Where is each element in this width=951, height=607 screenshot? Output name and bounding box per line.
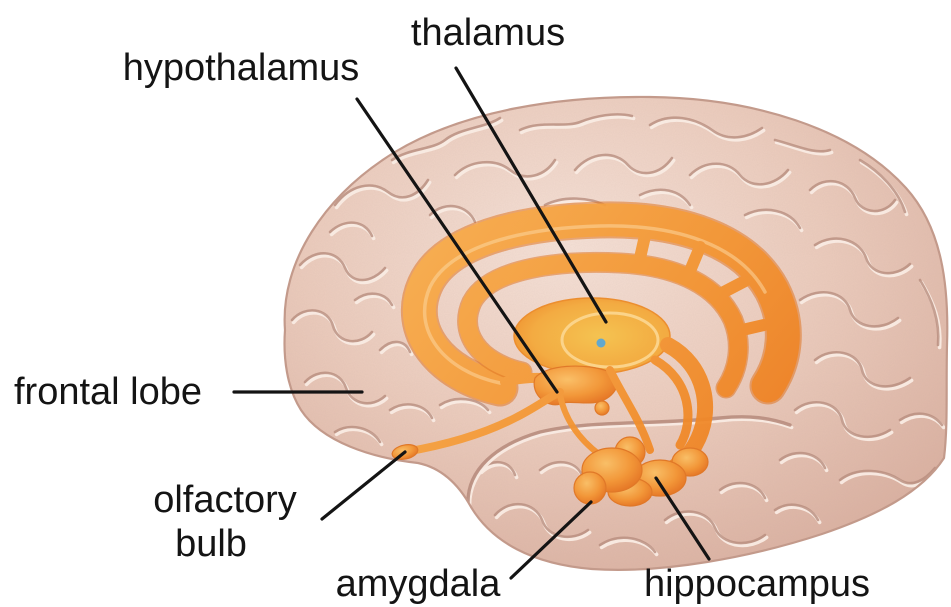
thalamus-marker-dot [597, 339, 606, 348]
label-olfactory-bulb-line1: olfactory [153, 479, 297, 521]
label-amygdala: amygdala [336, 563, 502, 605]
label-frontal-lobe: frontal lobe [14, 371, 202, 413]
band-connector [738, 325, 764, 331]
label-olfactory-bulb-line2: bulb [175, 523, 247, 565]
label-thalamus: thalamus [411, 12, 565, 54]
leader-line-olfactory-bulb [322, 452, 405, 519]
amygdala-lobe [574, 472, 606, 504]
mammillary-body [595, 401, 609, 415]
band-connector [640, 236, 645, 258]
label-hippocampus: hippocampus [644, 563, 870, 605]
label-hypothalamus: hypothalamus [123, 47, 360, 89]
